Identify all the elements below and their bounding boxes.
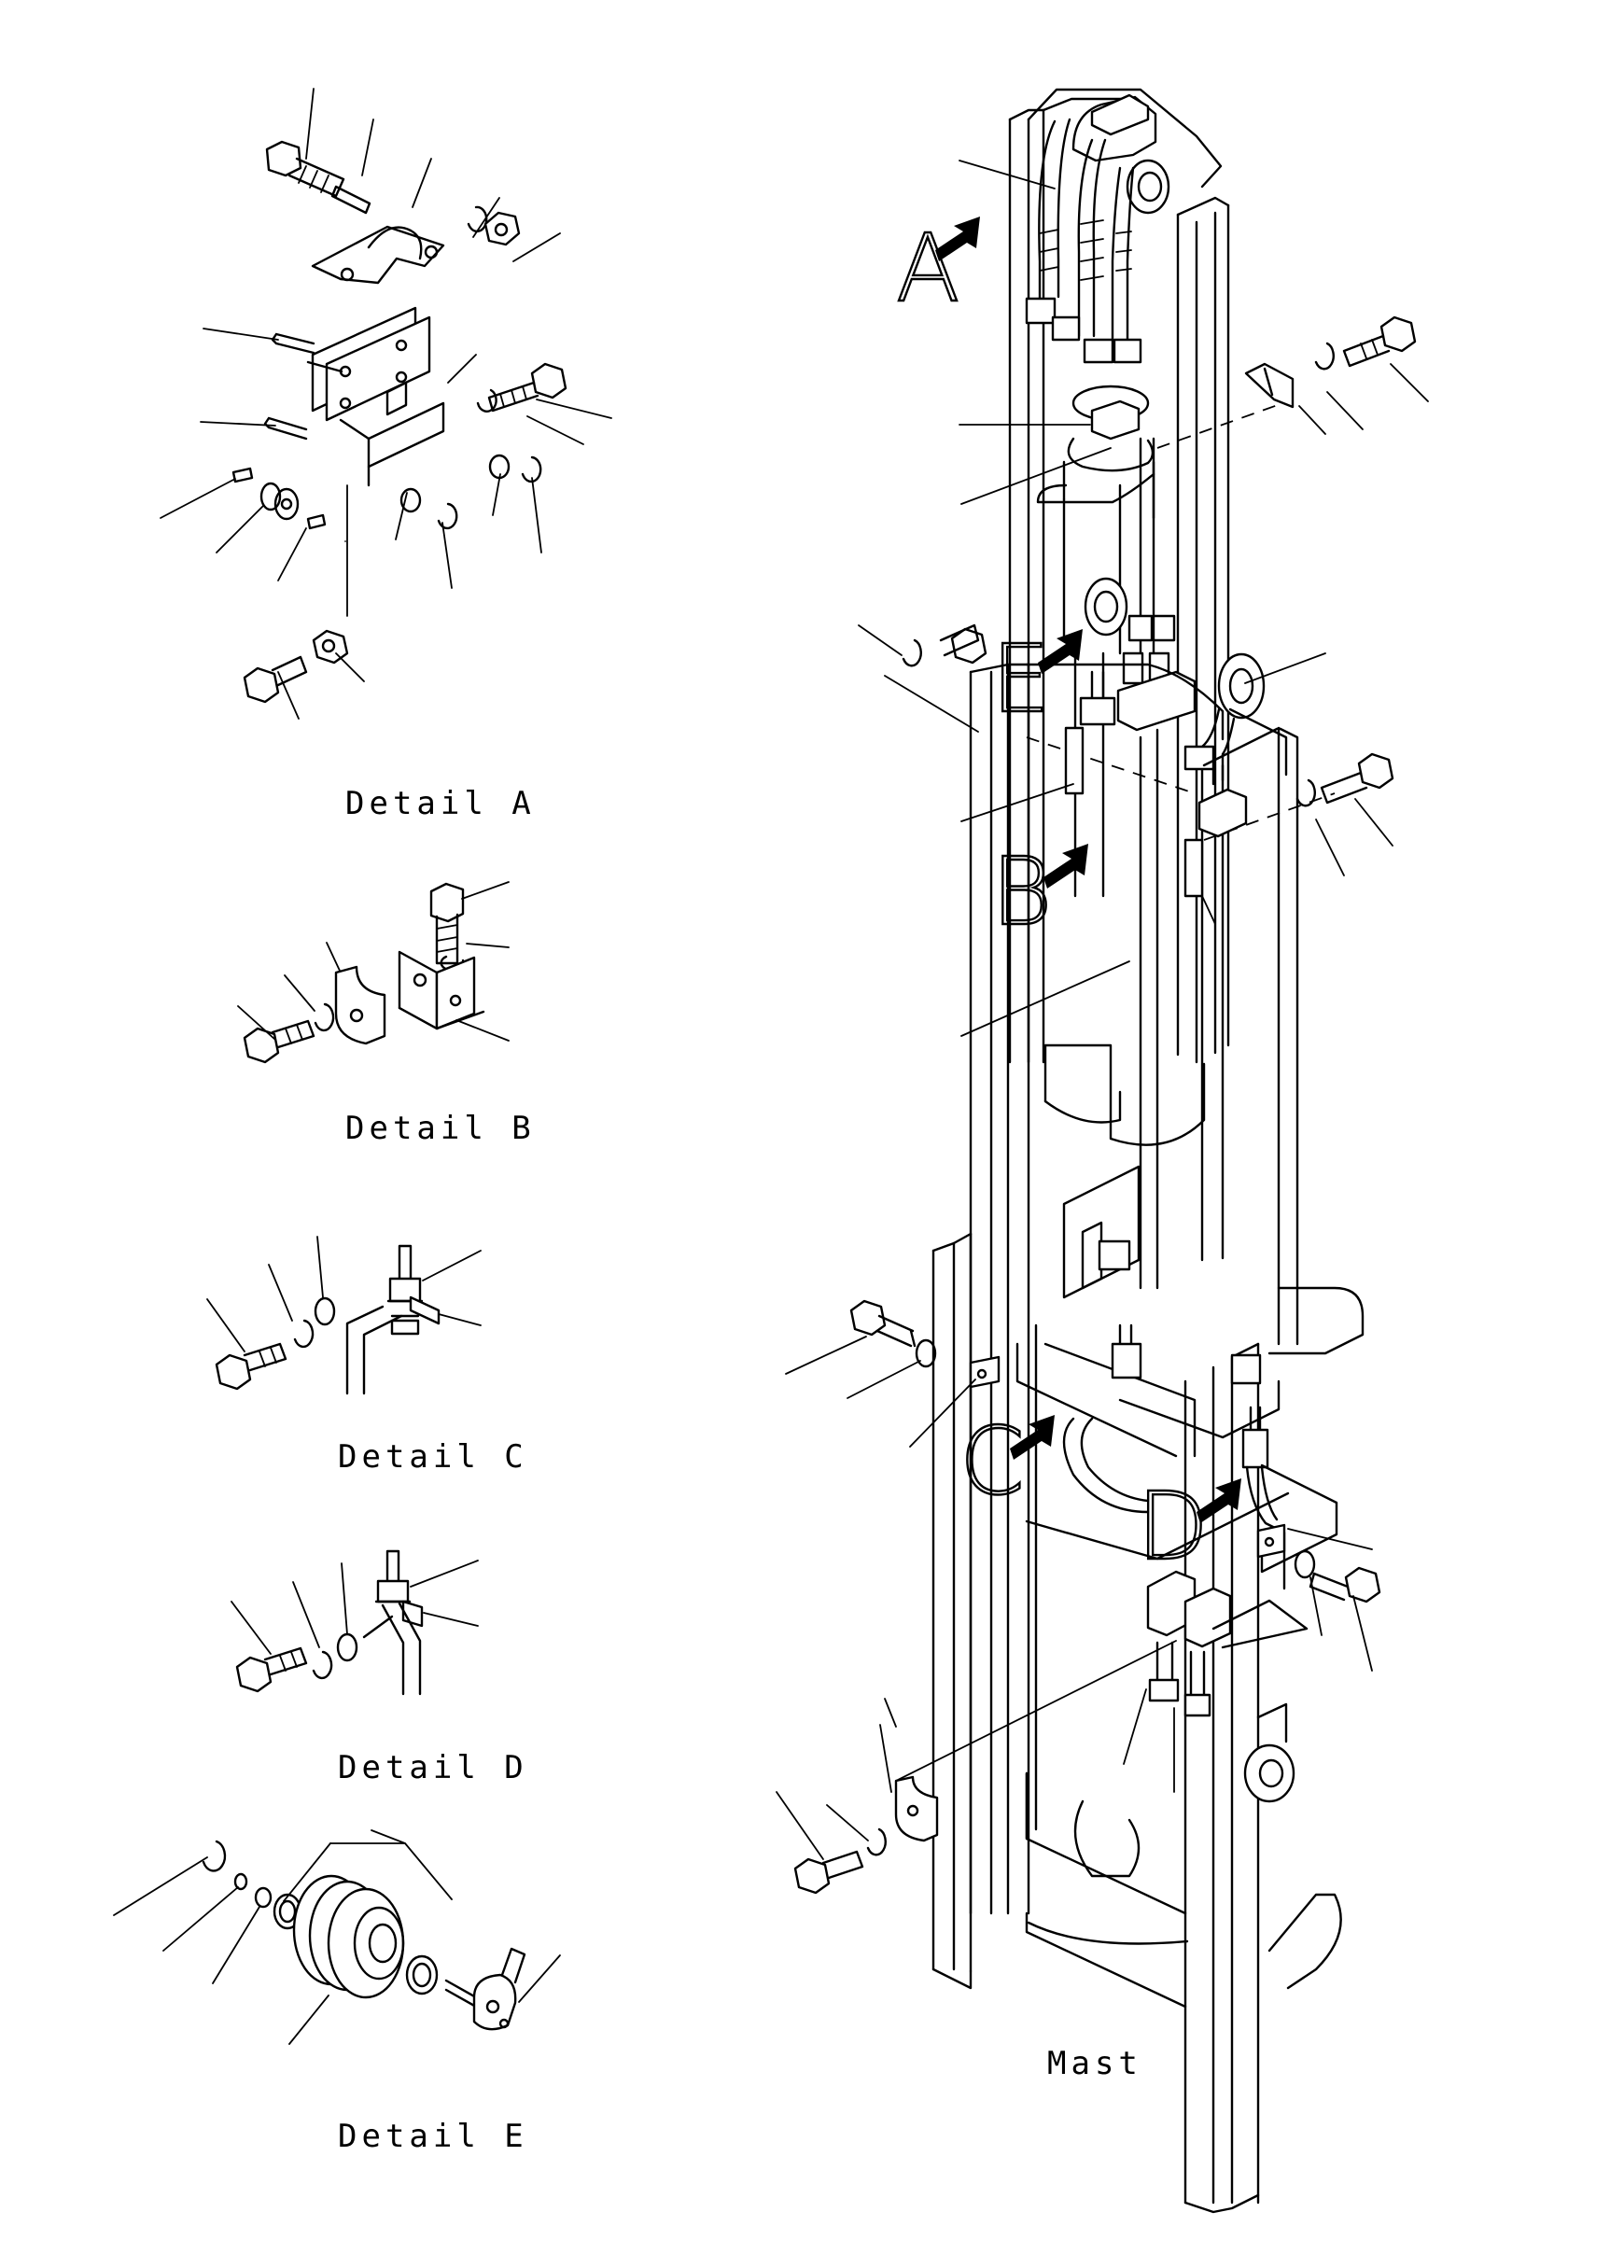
detail-c-caption: Detail C <box>338 1438 528 1476</box>
view-letter-c: C <box>959 1407 1025 1516</box>
mast-bolt-2 <box>1320 752 1394 805</box>
detail-e-snap-ring <box>202 1840 227 1872</box>
detail-d-drawing <box>231 1549 479 1696</box>
detail-d-leader-lines <box>231 1560 479 1655</box>
view-letter-e: E <box>991 624 1050 734</box>
mast-leader-lines <box>776 160 1429 1860</box>
mast-hose-eye-right <box>1183 652 1266 1262</box>
mast-stopper <box>1244 362 1295 409</box>
detail-d-snap-ring <box>312 1650 333 1680</box>
mast-bolt-3 <box>939 623 987 665</box>
mast-bolt-4 <box>849 1299 917 1348</box>
detail-e-leader-lines <box>113 1829 561 2045</box>
detail-a-washer-2 <box>399 487 422 513</box>
mast-top-crosshead <box>1027 88 1223 215</box>
detail-c-drawing <box>206 1236 482 1395</box>
detail-b-clamp <box>334 965 386 1045</box>
view-arrow-b <box>1043 844 1088 889</box>
detail-a-pin-small-1 <box>231 467 254 483</box>
mast-snap-ring-1 <box>1314 342 1335 371</box>
detail-a-drawing <box>160 88 612 720</box>
mast-snap-ring-4 <box>866 1827 887 1856</box>
detail-a-pin <box>330 185 371 215</box>
detail-d-caption: Detail D <box>338 1749 528 1786</box>
mast-hoses-upper <box>1025 118 1142 364</box>
mast-drawing: A B C D E <box>776 88 1429 2214</box>
detail-c-pipe <box>345 1305 420 1395</box>
mast-outer-rail-left <box>931 1232 973 1990</box>
view-arrow-c <box>1010 1415 1055 1460</box>
detail-c-bolt <box>215 1342 287 1391</box>
detail-b-bolt-horizontal <box>243 1019 315 1064</box>
detail-a-screw-1 <box>271 332 315 355</box>
mast-snap-ring-2 <box>1295 778 1316 807</box>
detail-a-washer-1 <box>259 482 300 521</box>
mast-washer-2 <box>1294 1549 1316 1579</box>
detail-a-nut-2 <box>312 629 349 665</box>
mast-hoses-lower <box>1025 1239 1338 1590</box>
detail-a-bolt-1 <box>265 140 345 198</box>
mast-hoses-middle <box>1079 651 1197 1290</box>
detail-a-nut <box>483 211 521 246</box>
mast-washer-1 <box>915 1338 937 1368</box>
mast-bottom-crossmember <box>1025 1702 1342 2009</box>
detail-a-leader-lines <box>160 88 612 720</box>
mast-bracket-middle <box>1064 726 1248 898</box>
view-arrow-e <box>1038 629 1083 674</box>
mast-lower-valve <box>1146 1570 1309 1717</box>
mast-bolt-6 <box>793 1850 864 1895</box>
detail-a-screw-3 <box>306 360 343 373</box>
detail-a-snap-ring-3 <box>437 502 458 530</box>
detail-c-leader-lines <box>206 1236 482 1352</box>
detail-b-l-bracket <box>398 950 485 1030</box>
mast-bolt-5 <box>1309 1566 1381 1603</box>
mast-inner-rail-right <box>1176 196 1230 1064</box>
detail-b-drawing <box>237 881 510 1064</box>
detail-a-mounting-plate <box>311 306 445 487</box>
detail-b-snap-ring-2 <box>314 1002 335 1032</box>
view-letter-b: B <box>991 837 1052 946</box>
detail-b-caption: Detail B <box>345 1110 536 1147</box>
detail-d-bolt <box>235 1646 308 1693</box>
view-letter-d: D <box>1137 1472 1209 1581</box>
detail-d-fitting <box>374 1549 424 1628</box>
view-letter-a: A <box>896 214 959 323</box>
detail-a-snap-ring-4 <box>521 455 542 483</box>
detail-a-pin-small-2 <box>306 513 327 530</box>
mast-bolt-1 <box>1342 315 1417 368</box>
detail-e-shaft-bracket <box>444 1947 526 2031</box>
detail-a-snap-ring-1 <box>467 205 488 233</box>
detail-d-washer <box>336 1632 358 1662</box>
mast-crossbar-upper <box>1043 1043 1206 1299</box>
detail-e-caption: Detail E <box>338 2118 528 2155</box>
view-arrow-d <box>1197 1478 1241 1523</box>
detail-a-snap-ring-2 <box>476 388 497 413</box>
mast-chain <box>1025 1323 1038 1841</box>
detail-a-bolt-2 <box>487 362 567 413</box>
mast-clamp-bottom <box>894 1775 939 1842</box>
detail-a-washer-3 <box>488 454 511 480</box>
detail-b-bolt-vertical <box>429 882 465 965</box>
mast-cylinder-head <box>1036 385 1155 520</box>
detail-e-drawing <box>113 1829 561 2045</box>
detail-a-saddle-bracket <box>311 225 445 285</box>
detail-e-bearing-2 <box>405 1954 439 1995</box>
detail-e-roller <box>292 1874 405 1999</box>
detail-c-washer <box>314 1296 336 1326</box>
detail-c-snap-ring <box>293 1319 315 1349</box>
detail-a-bolt-3 <box>243 655 308 704</box>
mast-snap-ring-3 <box>902 638 922 667</box>
mast-caption: Mast <box>1047 2045 1142 2082</box>
view-arrow-a <box>935 217 980 261</box>
detail-b-leader-lines <box>237 881 510 1042</box>
mast-bracket-lower <box>969 1355 1286 1559</box>
detail-a-screw-2 <box>263 416 308 441</box>
detail-e-shim-1 <box>233 1872 248 1891</box>
detail-c-fitting <box>386 1244 441 1325</box>
detail-d-pipe <box>362 1602 422 1696</box>
detail-a-caption: Detail A <box>345 785 536 822</box>
detail-e-shim-2 <box>254 1886 273 1909</box>
